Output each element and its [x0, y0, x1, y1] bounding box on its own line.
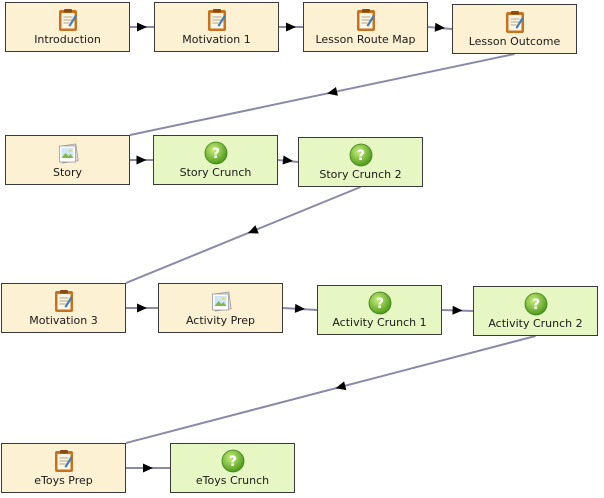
- node-label: Lesson Route Map: [315, 33, 416, 46]
- arrow-story-crunch-to-story-crunch-2: [282, 155, 293, 165]
- image-icon: [56, 141, 80, 165]
- node-label: Motivation 3: [29, 314, 98, 327]
- notepad-icon: [503, 10, 527, 34]
- arrow-introduction-to-motivation-1: [137, 22, 147, 32]
- node-lesson-outcome[interactable]: Lesson Outcome: [452, 4, 577, 54]
- node-story-crunch-2[interactable]: ? Story Crunch 2: [298, 137, 423, 187]
- svg-text:?: ?: [356, 148, 364, 164]
- notepad-icon: [205, 8, 229, 32]
- arrow-lesson-outcome-to-story: [327, 87, 338, 96]
- arrow-story-to-story-crunch: [136, 155, 147, 165]
- question-icon: ?: [204, 141, 228, 165]
- node-introduction[interactable]: Introduction: [5, 2, 130, 52]
- connector-activity-crunch-2-to-etoys-prep: [125, 335, 536, 444]
- node-lesson-route-map[interactable]: Lesson Route Map: [303, 2, 428, 52]
- notepad-icon: [52, 449, 76, 473]
- node-label: Story Crunch 2: [319, 168, 402, 181]
- node-label: Story Crunch: [179, 166, 252, 179]
- notepad-icon: [52, 289, 76, 313]
- arrow-etoys-prep-to-etoys-crunch: [143, 463, 153, 473]
- question-icon: ?: [368, 291, 392, 315]
- node-activity-crunch-1[interactable]: ? Activity Crunch 1: [317, 285, 442, 335]
- question-icon: ?: [349, 143, 373, 167]
- node-story-crunch[interactable]: ? Story Crunch: [153, 135, 278, 185]
- svg-text:?: ?: [375, 296, 383, 312]
- arrow-motivation-1-to-lesson-route-map: [286, 22, 296, 32]
- node-story[interactable]: Story: [5, 135, 130, 185]
- connector-story-crunch-2-to-motivation-3: [125, 186, 361, 284]
- node-activity-crunch-2[interactable]: ? Activity Crunch 2: [473, 286, 598, 336]
- node-label: Motivation 1: [182, 33, 251, 46]
- arrow-activity-crunch-2-to-etoys-prep: [335, 381, 347, 391]
- arrow-story-crunch-2-to-motivation-3: [247, 225, 259, 234]
- arrow-motivation-3-to-activity-prep: [137, 303, 147, 313]
- question-icon: ?: [524, 292, 548, 316]
- node-motivation-3[interactable]: Motivation 3: [1, 283, 126, 333]
- connector-lesson-outcome-to-story: [129, 53, 515, 136]
- svg-text:?: ?: [228, 454, 236, 470]
- node-label: Story: [52, 166, 83, 179]
- arrow-activity-prep-to-activity-crunch-1: [294, 303, 305, 313]
- node-label: Activity Prep: [185, 314, 256, 327]
- notepad-icon: [354, 8, 378, 32]
- node-label: Activity Crunch 2: [488, 317, 583, 330]
- node-label: Lesson Outcome: [468, 35, 561, 48]
- svg-text:?: ?: [531, 297, 539, 313]
- node-etoys-prep[interactable]: eToys Prep: [1, 443, 126, 493]
- node-etoys-crunch[interactable]: ? eToys Crunch: [170, 443, 295, 493]
- image-icon: [209, 289, 233, 313]
- question-icon: ?: [221, 449, 245, 473]
- node-label: Activity Crunch 1: [332, 316, 427, 329]
- node-motivation-1[interactable]: Motivation 1: [154, 2, 279, 52]
- arrow-activity-crunch-1-to-activity-crunch-2: [452, 305, 463, 315]
- notepad-icon: [56, 8, 80, 32]
- svg-text:?: ?: [211, 146, 219, 162]
- node-label: eToys Crunch: [195, 474, 270, 487]
- node-activity-prep[interactable]: Activity Prep: [158, 283, 283, 333]
- node-label: Introduction: [34, 33, 101, 46]
- node-label: eToys Prep: [34, 474, 93, 487]
- arrow-lesson-route-map-to-lesson-outcome: [434, 22, 445, 32]
